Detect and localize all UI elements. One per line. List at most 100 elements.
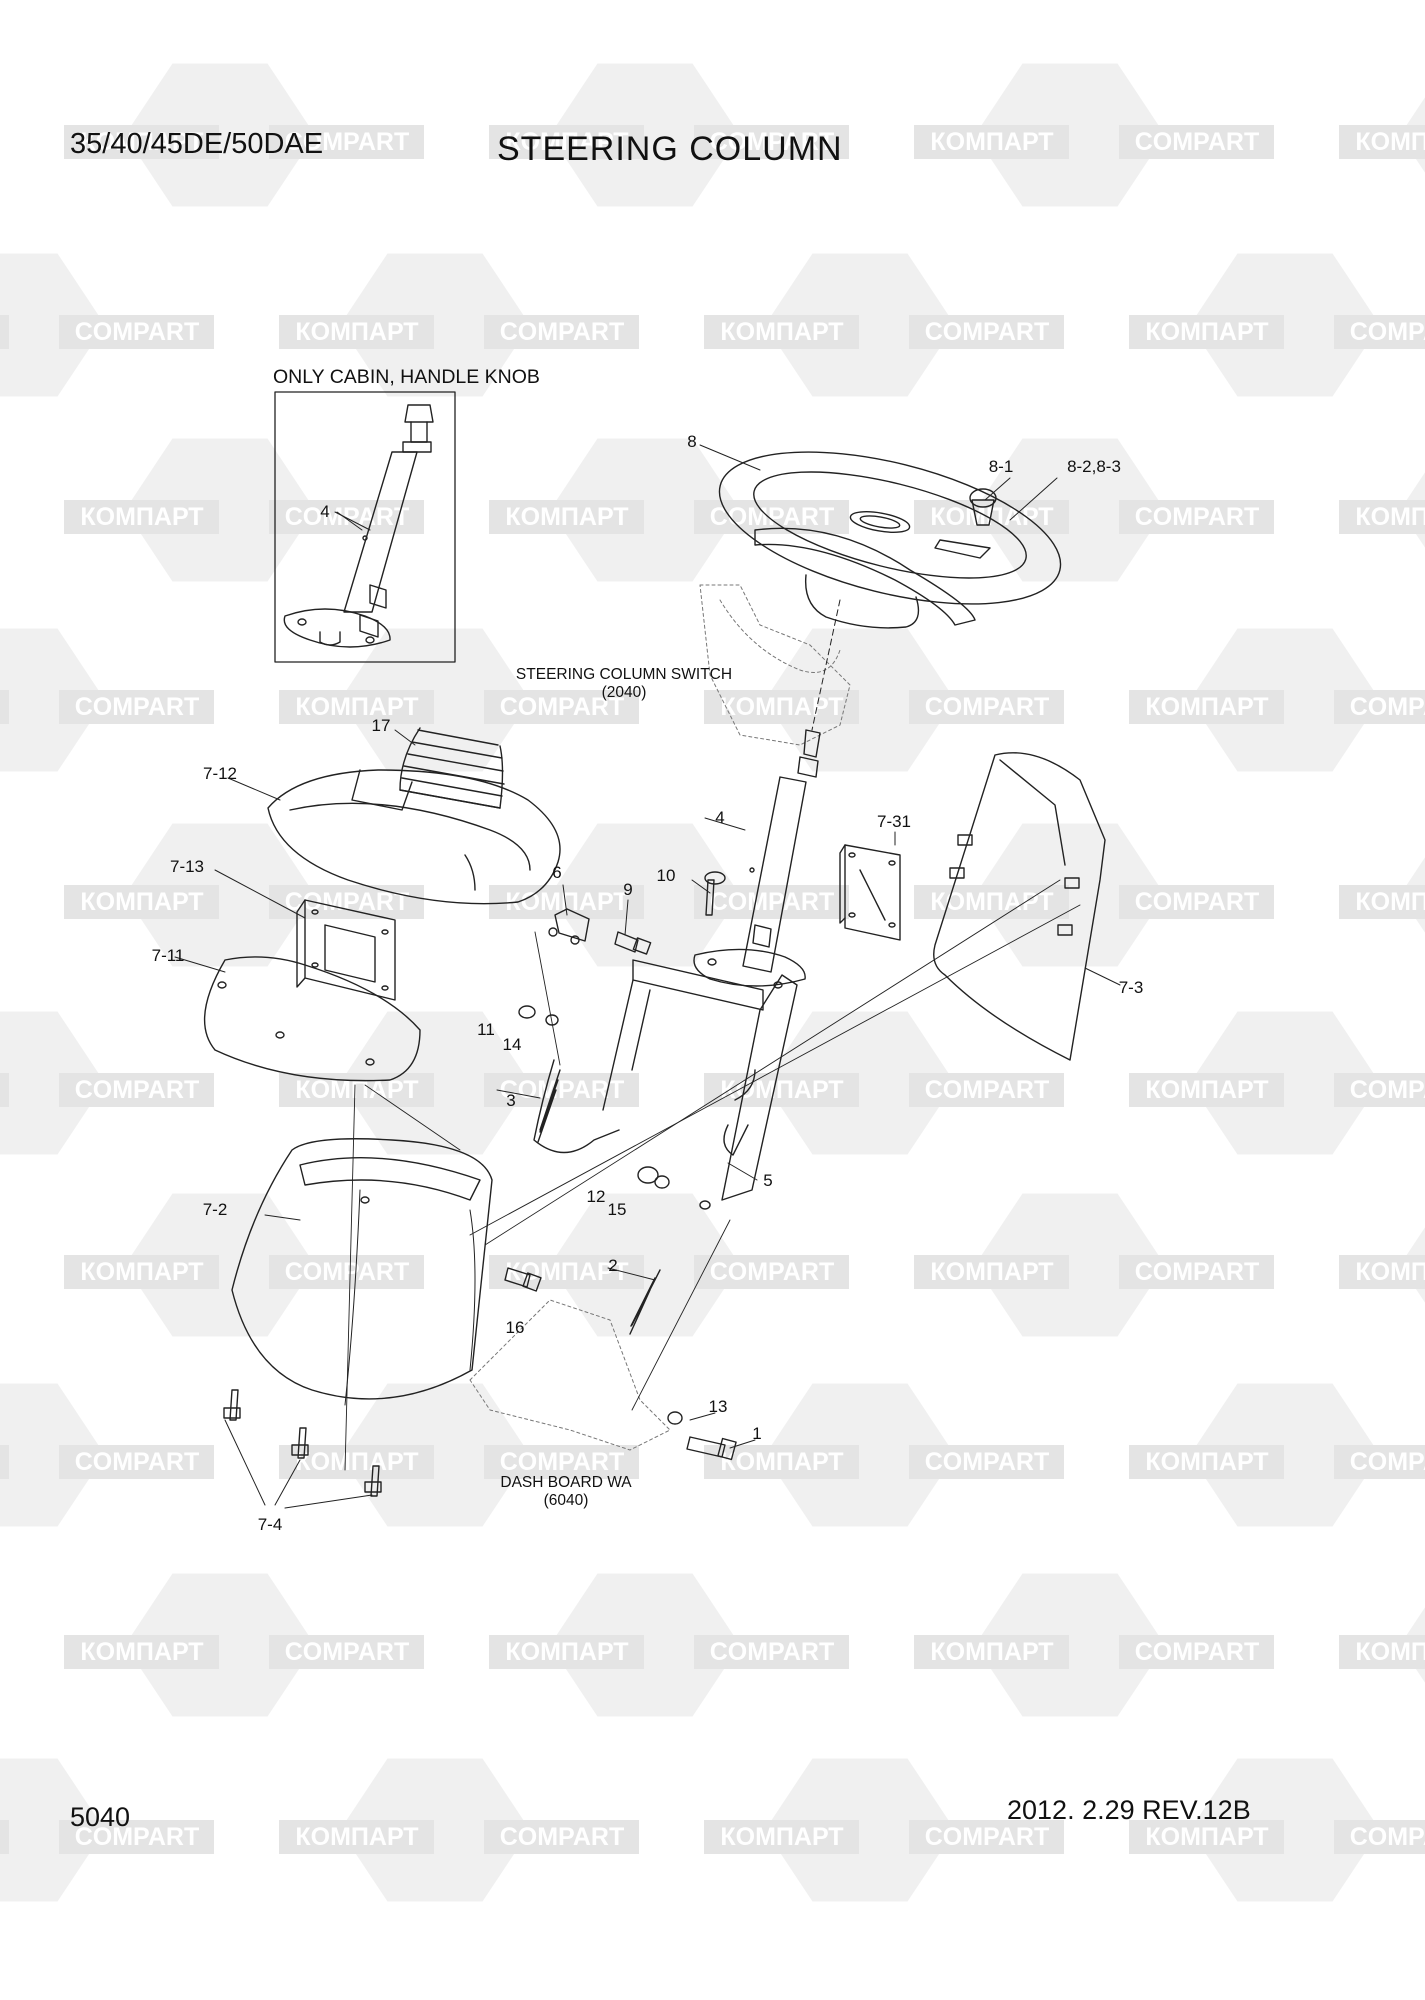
inset-label: ONLY CABIN, HANDLE KNOB bbox=[273, 366, 540, 388]
steering-wheel bbox=[718, 451, 1062, 629]
watermark-text-latin: COMPART bbox=[1135, 128, 1260, 156]
callout-4-inset: 4 bbox=[320, 502, 330, 521]
dash-board-name: DASH BOARD WA bbox=[500, 1474, 632, 1491]
watermark-text-latin: COMPART bbox=[710, 128, 835, 156]
watermark-text-latin: COMPART bbox=[925, 1823, 1050, 1851]
watermark-band bbox=[64, 500, 219, 534]
watermark-band bbox=[1129, 690, 1284, 724]
watermark-band bbox=[694, 1635, 849, 1669]
watermark-text-latin: COMPART bbox=[1350, 318, 1425, 346]
bracket-lower bbox=[296, 899, 396, 1001]
watermark-band bbox=[1129, 1073, 1284, 1107]
watermark-band bbox=[1339, 125, 1425, 159]
watermark-band bbox=[1339, 500, 1425, 534]
watermark-hexagon bbox=[0, 1383, 105, 1527]
watermark-hexagon bbox=[550, 63, 740, 207]
watermark-text-cyrillic: КОМПАРТ bbox=[295, 318, 418, 346]
watermark-hexagon bbox=[340, 1011, 530, 1155]
watermark-text-latin: COMPART bbox=[1135, 503, 1260, 531]
watermark-band bbox=[269, 125, 424, 159]
watermark-band bbox=[1334, 315, 1425, 349]
watermark-text-latin: COMPART bbox=[1350, 1076, 1425, 1104]
watermark-hexagon bbox=[125, 438, 315, 582]
watermark-band bbox=[1129, 315, 1284, 349]
watermark-band bbox=[279, 690, 434, 724]
watermark-band bbox=[489, 1635, 644, 1669]
watermark-hexagon bbox=[1190, 1758, 1380, 1902]
watermark-band bbox=[484, 690, 639, 724]
watermark-band bbox=[914, 1635, 1069, 1669]
watermark-band bbox=[1339, 1635, 1425, 1669]
watermark-band bbox=[279, 315, 434, 349]
callout-16: 16 bbox=[505, 1318, 525, 1337]
watermark-band bbox=[704, 690, 859, 724]
watermark-text-cyrillic: КОМПАРТ bbox=[1145, 1823, 1268, 1851]
callout-11: 11 bbox=[477, 1020, 495, 1039]
watermark-band bbox=[279, 1820, 434, 1854]
watermark-text-latin: COMPART bbox=[500, 318, 625, 346]
callout-14: 14 bbox=[502, 1035, 522, 1054]
watermark-text-cyrillic: КОМПАРТ bbox=[295, 1823, 418, 1851]
watermark-band bbox=[269, 1255, 424, 1289]
watermark-text-latin: COMPART bbox=[285, 503, 410, 531]
leader-lines bbox=[174, 444, 1121, 1509]
callout-10: 10 bbox=[656, 866, 676, 885]
watermark-hexagon bbox=[550, 823, 740, 967]
watermark-hexagon bbox=[550, 1573, 740, 1717]
nuts-washers bbox=[518, 1005, 683, 1425]
watermark-text-latin: COMPART bbox=[75, 318, 200, 346]
steering-switch-reference: STEERING COLUMN SWITCH (2040) bbox=[516, 666, 732, 702]
watermark-band bbox=[1119, 885, 1274, 919]
watermark-hexagon bbox=[975, 1573, 1165, 1717]
watermark-hexagon bbox=[0, 628, 105, 772]
watermark-band bbox=[694, 885, 849, 919]
watermark-band bbox=[484, 315, 639, 349]
watermark-hexagon bbox=[0, 1758, 105, 1902]
watermark-hexagon bbox=[1190, 1383, 1380, 1527]
watermark-band bbox=[484, 1445, 639, 1479]
watermark-band bbox=[489, 500, 644, 534]
watermark-band bbox=[0, 1445, 9, 1479]
callout-7-12: 7-12 bbox=[202, 764, 238, 783]
watermark-band bbox=[59, 1073, 214, 1107]
watermark-band bbox=[484, 1820, 639, 1854]
watermark-text-cyrillic: КОМПАРТ bbox=[1145, 1448, 1268, 1476]
watermark-hexagon bbox=[975, 823, 1165, 967]
watermark-band bbox=[59, 690, 214, 724]
watermark-band bbox=[914, 1255, 1069, 1289]
watermark-text-cyrillic: КОМПАРТ bbox=[720, 1823, 843, 1851]
watermark-text-cyrillic: КОМПАРТ bbox=[1355, 1258, 1425, 1286]
watermark-hexagon bbox=[0, 253, 105, 397]
watermark-hexagon bbox=[125, 1573, 315, 1717]
watermark-band bbox=[1129, 1445, 1284, 1479]
watermark-hexagon bbox=[550, 1193, 740, 1337]
watermark-band bbox=[59, 1820, 214, 1854]
callout-7-3: 7-3 bbox=[1118, 978, 1144, 997]
watermark-text-cyrillic: КОМПАРТ bbox=[1355, 888, 1425, 916]
watermark-band bbox=[59, 1445, 214, 1479]
watermark-text-latin: COMPART bbox=[500, 693, 625, 721]
page-title: STEERING COLUMN bbox=[497, 130, 843, 168]
watermark-text-latin: COMPART bbox=[1135, 1638, 1260, 1666]
watermark-band bbox=[909, 1073, 1064, 1107]
watermark-hexagon bbox=[765, 1011, 955, 1155]
watermark-text-cyrillic: КОМПАРТ bbox=[720, 318, 843, 346]
watermark-text-cyrillic: КОМПАРТ bbox=[720, 693, 843, 721]
watermark-hexagon bbox=[340, 1758, 530, 1902]
watermark-hexagon bbox=[340, 253, 530, 397]
callout-1: 1 bbox=[752, 1424, 762, 1443]
watermark-text-cyrillic: КОМПАРТ bbox=[1355, 1638, 1425, 1666]
cover-middle bbox=[203, 956, 421, 1082]
watermark-text-cyrillic: КОМПАРТ bbox=[930, 1638, 1053, 1666]
callout-8-2-8-3: 8-2,8-3 bbox=[1067, 457, 1121, 476]
page-number: 5040 bbox=[70, 1802, 131, 1832]
watermark-band bbox=[489, 125, 644, 159]
callout-7-4: 7-4 bbox=[257, 1515, 283, 1534]
watermark-band bbox=[909, 1445, 1064, 1479]
watermark-hexagon bbox=[1190, 253, 1380, 397]
watermark-text-latin: COMPART bbox=[1135, 1258, 1260, 1286]
watermark-hexagon bbox=[765, 628, 955, 772]
watermark-band bbox=[1339, 1255, 1425, 1289]
callout-5: 5 bbox=[763, 1171, 773, 1190]
